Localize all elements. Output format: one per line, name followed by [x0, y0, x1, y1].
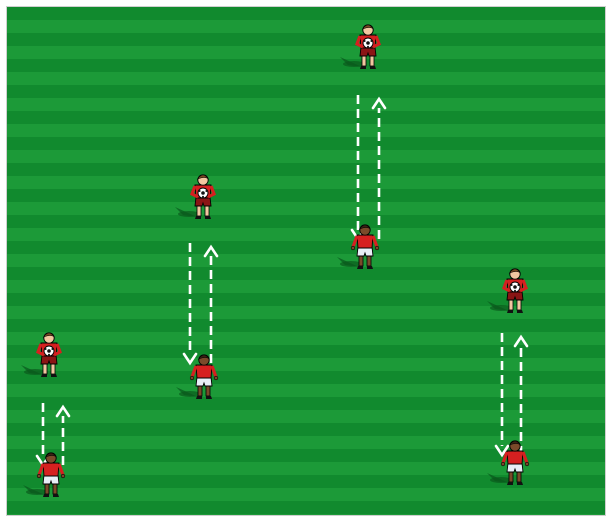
soccer-ball-icon: [44, 346, 54, 356]
soccer-ball-icon: [510, 282, 520, 292]
soccer-ball-icon: [198, 188, 208, 198]
soccer-pitch: [6, 6, 606, 516]
pitch-drawing: [7, 7, 606, 516]
soccer-ball-icon: [363, 38, 373, 48]
pitch-stripes: [7, 7, 606, 516]
